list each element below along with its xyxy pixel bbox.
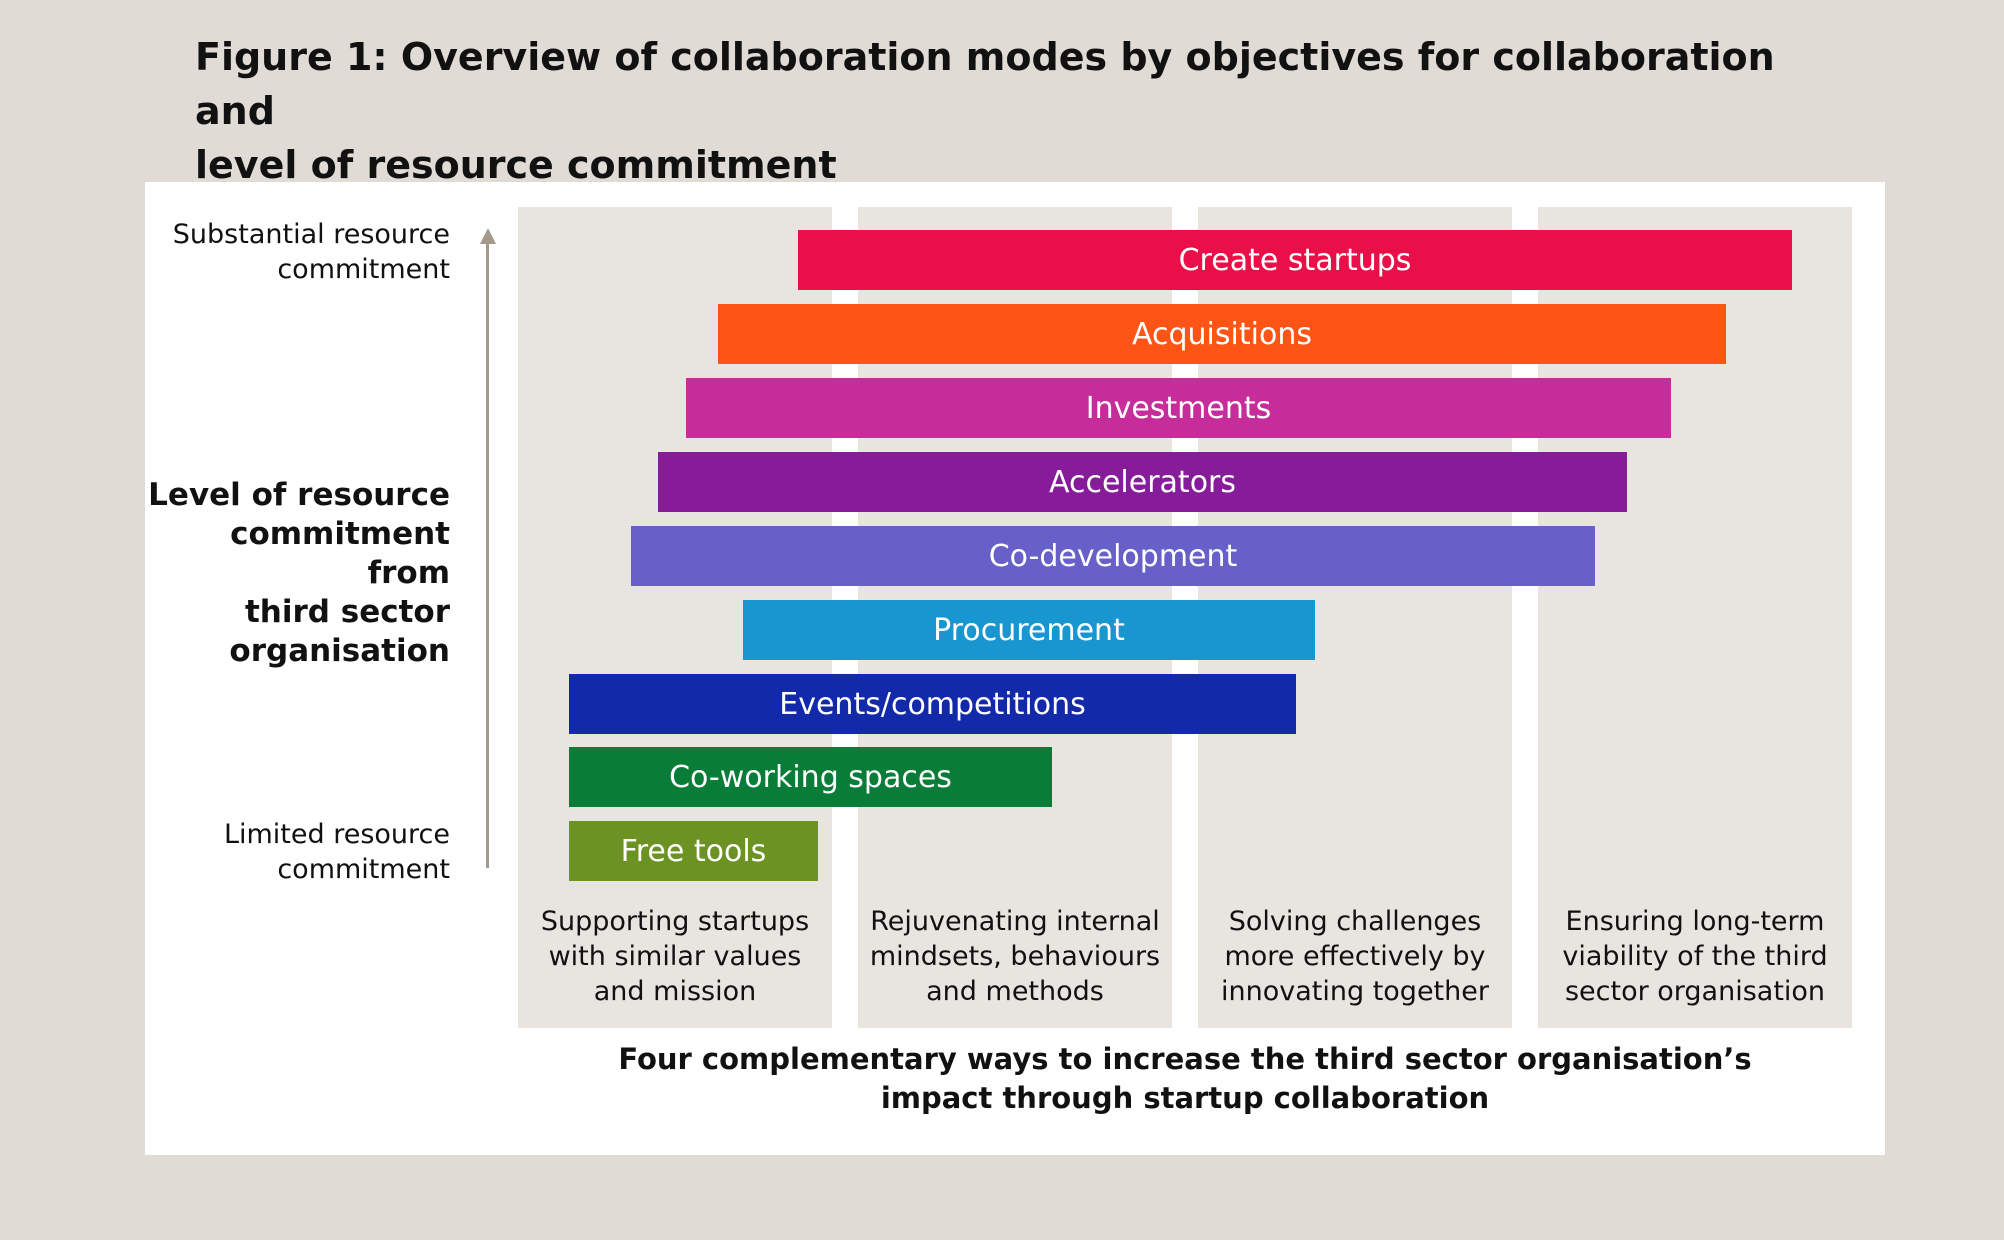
objective-caption-4-line-1: Ensuring long-term: [1565, 906, 1825, 937]
bar-create-startups: Create startups: [798, 230, 1792, 290]
y-axis-title-line-3: third sector: [244, 594, 450, 630]
y-axis-top-label-line-2: commitment: [277, 254, 450, 285]
y-axis-bottom-label: Limited resource commitment: [145, 817, 450, 887]
objective-caption-4-line-2: viability of the third: [1562, 941, 1828, 972]
objective-caption-3-line-1: Solving challenges: [1228, 906, 1482, 937]
bar-accelerators: Accelerators: [658, 452, 1627, 512]
y-axis-bottom-label-line-2: commitment: [277, 854, 450, 885]
bottom-caption: Four complementary ways to increase the …: [520, 1040, 1850, 1118]
y-axis-arrowhead: [480, 228, 496, 244]
y-axis-title-line-4: organisation: [229, 633, 450, 669]
bar-investments: Investments: [686, 378, 1671, 438]
y-axis-title-line-2: commitment from: [230, 516, 450, 591]
bar-acquisitions: Acquisitions: [718, 304, 1726, 364]
y-axis-bottom-label-line-1: Limited resource: [223, 819, 450, 850]
objective-caption-3-line-3: innovating together: [1221, 976, 1489, 1007]
bottom-caption-line-2: impact through startup collaboration: [880, 1081, 1490, 1115]
figure-title: Figure 1: Overview of collaboration mode…: [195, 30, 1795, 192]
y-axis-title: Level of resource commitment from third …: [145, 476, 450, 671]
objective-caption-1-line-2: with similar values: [548, 941, 802, 972]
objective-caption-2-line-2: mindsets, behaviours: [869, 941, 1161, 972]
objective-caption-2-line-3: and methods: [926, 976, 1104, 1007]
bar-co-working-spaces: Co-working spaces: [569, 747, 1052, 807]
bar-events-competitions: Events/competitions: [569, 674, 1296, 734]
figure-title-line-2: level of resource commitment: [195, 143, 837, 187]
y-axis-top-label: Substantial resource commitment: [145, 217, 450, 287]
objective-caption-3: Solving challenges more effectively by i…: [1198, 904, 1512, 1009]
y-axis-top-label-line-1: Substantial resource: [172, 219, 450, 250]
bottom-caption-line-1: Four complementary ways to increase the …: [618, 1042, 1752, 1076]
bar-co-development: Co-development: [631, 526, 1595, 586]
bar-procurement: Procurement: [743, 600, 1315, 660]
objective-caption-1-line-1: Supporting startups: [540, 906, 810, 937]
objective-caption-1: Supporting startups with similar values …: [518, 904, 832, 1009]
objective-caption-4-line-3: sector organisation: [1564, 976, 1826, 1007]
objective-caption-3-line-2: more effectively by: [1224, 941, 1486, 972]
objective-caption-1-line-3: and mission: [593, 976, 757, 1007]
objective-caption-4: Ensuring long-term viability of the thir…: [1538, 904, 1852, 1009]
y-axis-line: [486, 242, 489, 868]
objective-caption-2-line-1: Rejuvenating internal: [870, 906, 1160, 937]
y-axis-title-line-1: Level of resource: [148, 477, 450, 513]
figure-title-line-1: Figure 1: Overview of collaboration mode…: [195, 35, 1775, 133]
bar-free-tools: Free tools: [569, 821, 818, 881]
objective-caption-2: Rejuvenating internal mindsets, behaviou…: [858, 904, 1172, 1009]
diagram-panel: Supporting startups with similar values …: [145, 182, 1885, 1155]
